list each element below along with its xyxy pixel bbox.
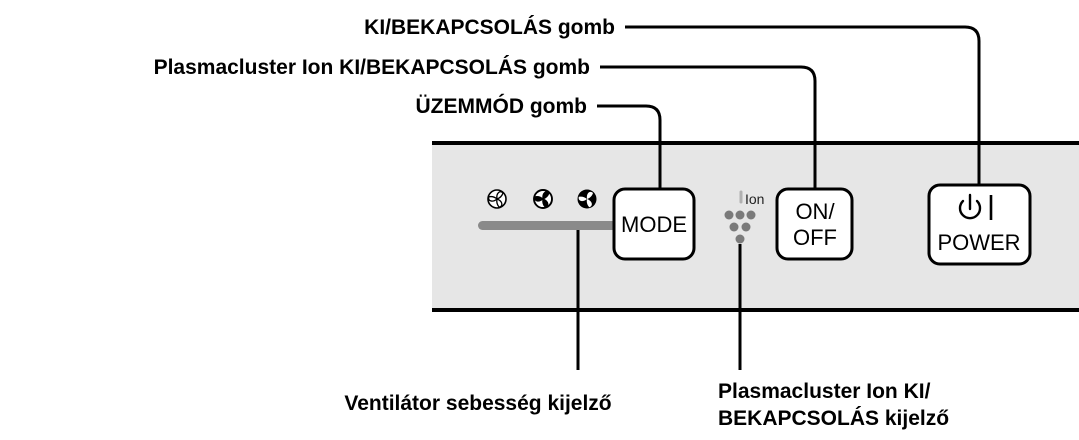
ion-dots xyxy=(724,210,756,244)
fan-high-icon xyxy=(577,189,597,209)
callout-ion-button: Plasmacluster Ion KI/BEKAPCSOLÁS gomb xyxy=(154,56,590,79)
leader-ion-button xyxy=(600,65,817,189)
mode-button[interactable]: MODE xyxy=(612,187,696,261)
ion-indicator-label: Ion xyxy=(745,191,764,207)
leader-power xyxy=(625,25,981,185)
leader-mode xyxy=(597,104,662,189)
power-button[interactable]: POWER xyxy=(927,183,1032,266)
callout-power-button: KI/BEKAPCSOLÁS gomb xyxy=(364,16,615,39)
callout-mode-button: ÜZEMMÓD gomb xyxy=(416,94,587,118)
onoff-label-line2: OFF xyxy=(793,225,837,250)
fan-low-icon xyxy=(487,189,507,209)
mode-button-label: MODE xyxy=(621,212,687,237)
callout-ion-display-line2: BEKAPCSOLÁS kijelző xyxy=(718,407,949,430)
onoff-label-line1: ON/ xyxy=(795,199,835,224)
power-symbol-icon xyxy=(958,193,993,220)
fan-medium-icon xyxy=(533,189,553,209)
plasmacluster-ion-icon: Ion xyxy=(724,190,764,244)
power-button-label: POWER xyxy=(937,230,1020,255)
callout-fan-speed-display: Ventilátor sebesség kijelző xyxy=(344,392,611,415)
callout-ion-display-line1: Plasmacluster Ion KI/ xyxy=(718,380,931,403)
ion-onoff-button[interactable]: ON/ OFF xyxy=(775,187,854,261)
fan-speed-bar xyxy=(478,221,620,230)
